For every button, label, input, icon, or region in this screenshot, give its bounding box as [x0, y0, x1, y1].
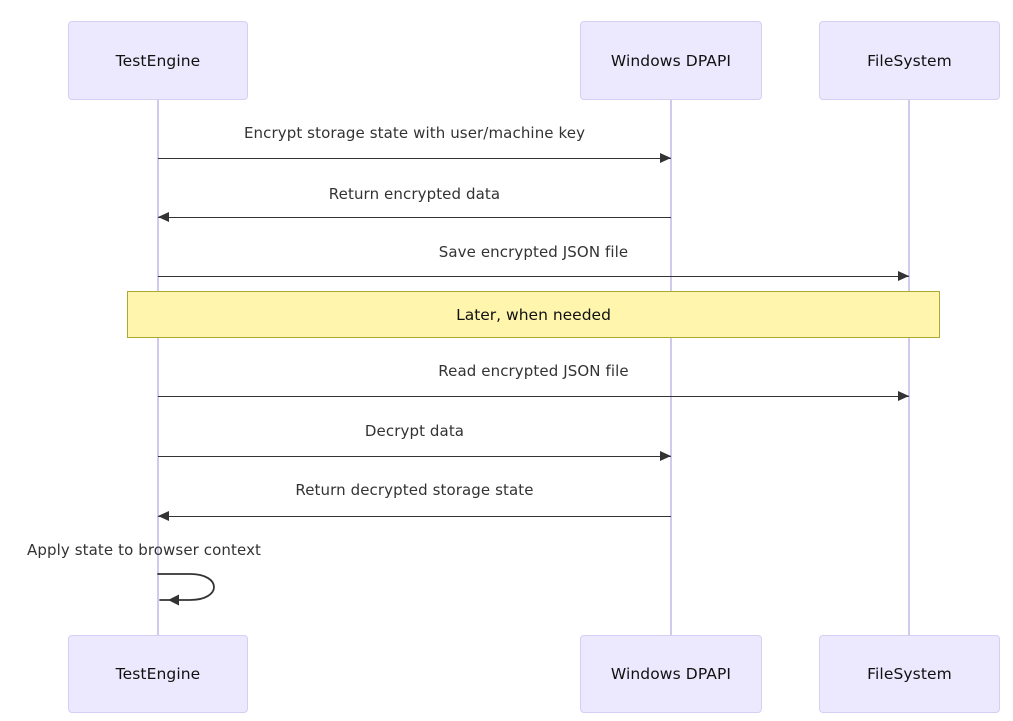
message-arrowhead-5: [660, 451, 671, 461]
participant-box-dpapi-top[interactable]: Windows DPAPI: [580, 21, 762, 100]
message-label-2: Return encrypted data: [328, 185, 501, 203]
message-line-4: [158, 396, 909, 397]
participant-label-testengine-top: TestEngine: [115, 51, 201, 70]
participant-box-testengine-bottom[interactable]: TestEngine: [68, 635, 248, 713]
lifeline-filesystem: [908, 99, 910, 636]
participant-box-testengine-top[interactable]: TestEngine: [68, 21, 248, 100]
message-label-1: Encrypt storage state with user/machine …: [243, 124, 586, 142]
lifeline-dpapi: [670, 99, 672, 636]
message-arrowhead-6: [158, 511, 169, 521]
message-line-5: [158, 456, 671, 457]
participant-label-dpapi-top: Windows DPAPI: [610, 51, 732, 70]
message-arrowhead-2: [158, 212, 169, 222]
participant-label-dpapi-bottom: Windows DPAPI: [610, 665, 732, 683]
participant-box-filesystem-top[interactable]: FileSystem: [819, 21, 1000, 100]
participant-box-dpapi-bottom[interactable]: Windows DPAPI: [580, 635, 762, 713]
note-text: Later, when needed: [456, 305, 611, 324]
self-message-label: Apply state to browser context: [27, 541, 262, 559]
message-line-2: [158, 217, 671, 218]
message-arrowhead-4: [898, 391, 909, 401]
message-line-1: [158, 158, 671, 159]
participant-box-filesystem-bottom[interactable]: FileSystem: [819, 635, 1000, 713]
participant-label-testengine-bottom: TestEngine: [115, 665, 201, 683]
message-arrowhead-3: [898, 271, 909, 281]
message-label-4: Read encrypted JSON file: [438, 362, 629, 380]
self-message-loop: [150, 562, 240, 612]
lifeline-testengine: [157, 99, 159, 636]
participant-label-filesystem-bottom: FileSystem: [867, 665, 952, 683]
message-line-3: [158, 276, 909, 277]
message-line-6: [158, 516, 671, 517]
message-label-6: Return decrypted storage state: [295, 481, 534, 499]
participant-label-filesystem-top: FileSystem: [867, 51, 952, 70]
message-label-5: Decrypt data: [364, 422, 465, 440]
message-arrowhead-1: [660, 153, 671, 163]
note-later-when-needed[interactable]: Later, when needed: [127, 291, 940, 338]
message-label-3: Save encrypted JSON file: [438, 243, 629, 261]
